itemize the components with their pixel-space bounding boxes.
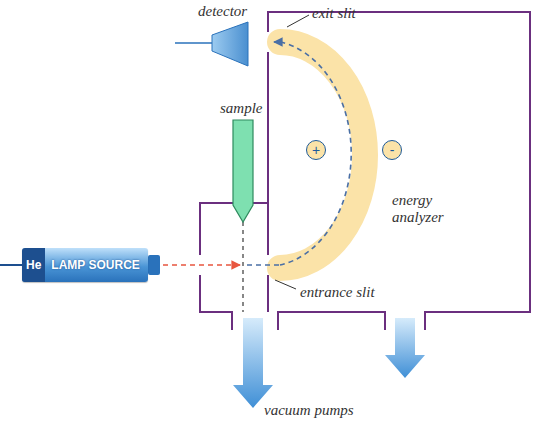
chamber-wall [268,12,530,330]
electron-path [274,42,351,265]
part-label: exit slit [312,5,356,22]
pump-arrow [233,318,273,408]
lamp-cable [0,264,22,266]
chamber-wall [278,312,385,330]
gas-label: He [22,248,45,282]
part-label: detector [198,3,247,20]
detector-wire [175,42,212,44]
chamber-wall [267,275,269,312]
electrode-sign: + [306,140,326,160]
chamber-wall [200,275,232,330]
chamber-wall [267,52,269,255]
photon-beam [163,264,240,266]
part-label: entrance slit [300,284,375,301]
electrode-sign: - [382,140,402,160]
leader-line [275,280,296,289]
electrode-sign-text: + [312,143,320,157]
sample-holder [233,120,253,222]
lamp-source: HeLAMP SOURCE [22,248,148,282]
electrode-sign-text: - [390,143,395,157]
analyzer-band [280,42,365,268]
part-label: energy analyzer [392,192,462,225]
leader-line [287,15,309,27]
electron-beam [247,264,280,266]
sample-axis [242,222,243,312]
chamber-wall [200,203,268,255]
lamp-label: LAMP SOURCE [45,248,147,282]
part-label: vacuum pumps [264,402,354,419]
lamp-nozzle [148,255,160,275]
pump-arrow [385,318,425,378]
part-label: sample [220,100,263,117]
detector-symbol [212,22,248,66]
vacuum-chamber [200,12,530,330]
